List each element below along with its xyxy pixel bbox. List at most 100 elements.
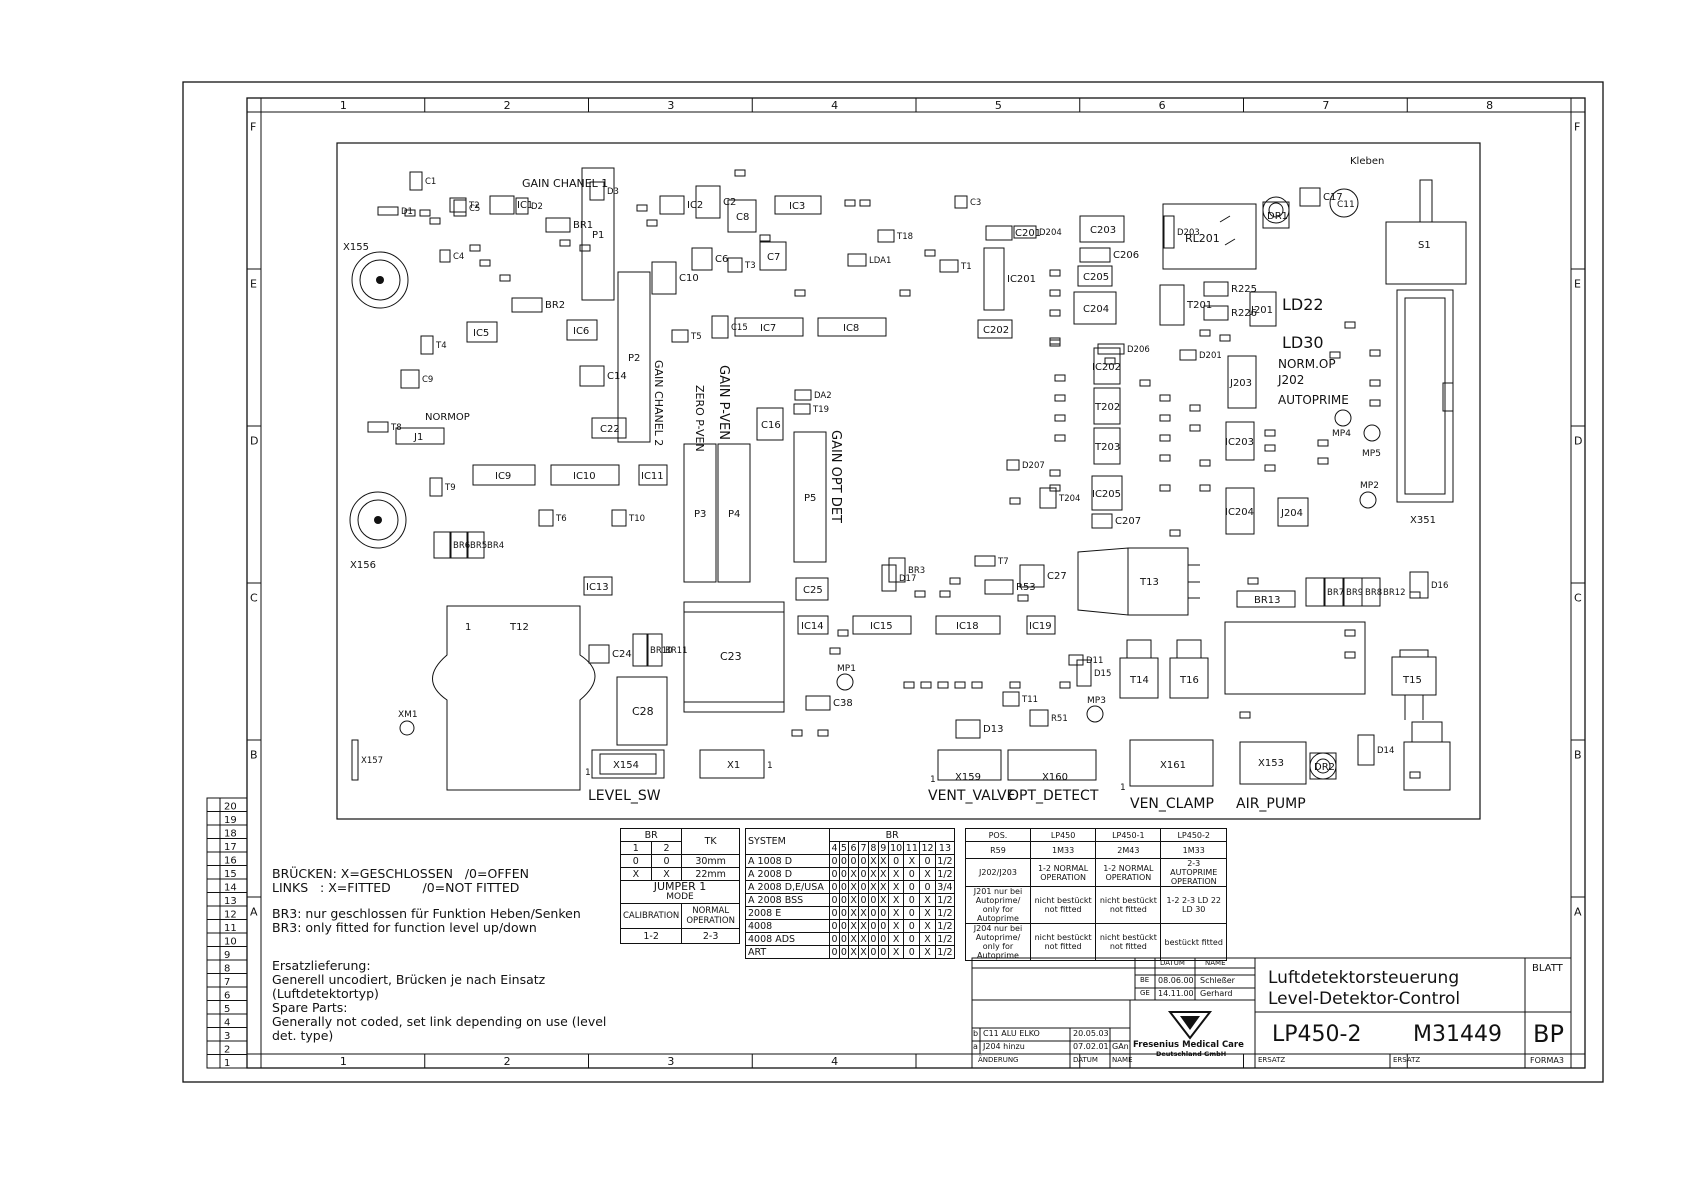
- component-label: T1: [960, 262, 972, 272]
- row-letter-left: A: [250, 906, 258, 919]
- col-number-top: 7: [1322, 99, 1329, 112]
- component-label: D17: [899, 574, 916, 584]
- component-label: C14: [607, 371, 627, 382]
- component-block: [1224, 621, 1366, 695]
- revision-number: 1: [224, 1058, 230, 1069]
- component-j204: J204: [1277, 497, 1309, 527]
- component-br12: BR12: [1361, 577, 1406, 607]
- component-label: BR8: [1365, 588, 1382, 598]
- label-ld30: LD30: [1282, 333, 1324, 352]
- tb-rev-a-letter: a: [973, 1042, 978, 1051]
- label-zero-p-ven: ZERO P-VEN: [693, 385, 706, 452]
- resistor-pad: [429, 217, 441, 225]
- label-gain-chanel-1: GAIN CHANEL 1: [522, 177, 608, 190]
- notes-block: BRÜCKEN: X=GESCHLOSSEN /0=OFFEN LINKS : …: [272, 867, 612, 1043]
- component-label: C5: [469, 204, 480, 214]
- resistor-pad: [1329, 351, 1341, 359]
- component-r53: R53: [984, 579, 1036, 595]
- transistor-t14: T14: [1119, 639, 1159, 699]
- component-br2: BR2: [511, 297, 565, 313]
- resistor-pad: [937, 681, 949, 689]
- component-label: C38: [833, 698, 853, 709]
- row-letter-right: E: [1574, 278, 1581, 291]
- resistor-pad: [1054, 434, 1066, 442]
- row-letter-left: F: [250, 121, 256, 134]
- tb-model: LP450-2: [1272, 1022, 1362, 1047]
- component-ic3: IC3: [774, 195, 822, 215]
- component-d15: D15: [1076, 659, 1111, 687]
- connector-label-ven-clamp: VEN_CLAMP: [1130, 796, 1214, 812]
- component-c16: C16: [756, 407, 784, 441]
- component-label: C202: [983, 325, 1009, 336]
- resistor-pad: [579, 244, 591, 252]
- resistor-pad: [1017, 594, 1029, 602]
- component-d17: D17: [881, 564, 916, 592]
- revision-number: 12: [224, 910, 237, 921]
- note-links: LINKS : X=FITTED /0=NOT FITTED: [272, 880, 520, 895]
- component-x157: X157: [351, 739, 383, 781]
- resistor-pad: [1199, 484, 1211, 492]
- tb-rev-b-letter: b: [973, 1029, 979, 1038]
- resistor-pad: [1264, 429, 1276, 437]
- component-label: BR5: [470, 541, 487, 551]
- connector-x159: X159 1 VENT_VALVE: [928, 749, 1015, 804]
- component-br1: BR1: [545, 217, 593, 233]
- pos-row: J201 nur bei Autoprime/ only for Autopri…: [965, 886, 1227, 924]
- component-c27: C27: [1019, 564, 1067, 588]
- component-label: IC13: [586, 582, 609, 593]
- transistor-t16: T16: [1169, 639, 1209, 699]
- component-label: D3: [607, 187, 619, 197]
- component-label: D1: [401, 207, 413, 217]
- tb-aenderung: ÄNDERUNG: [978, 1056, 1019, 1064]
- component-t1: T1: [939, 259, 972, 273]
- note-bruecken: BRÜCKEN: X=GESCHLOSSEN /0=OFFEN: [272, 866, 529, 881]
- mounting-hole-x156: X156: [349, 491, 407, 571]
- row-letter-right: C: [1574, 592, 1582, 605]
- component-label: C205: [1083, 272, 1109, 283]
- revision-number: 8: [224, 964, 230, 975]
- component-label: C204: [1083, 304, 1109, 315]
- resistor-pad: [1159, 394, 1171, 402]
- outer-frame: [182, 81, 1604, 1083]
- svg-text:X160: X160: [1042, 772, 1068, 783]
- component-c8: C8: [727, 199, 757, 233]
- resistor-pad: [899, 289, 911, 297]
- svg-text:T12: T12: [509, 622, 529, 633]
- pos-cell: bestückt fitted: [1160, 923, 1227, 961]
- transformer-t12: T12 1: [432, 605, 596, 791]
- relay-rl201: RL201: [1162, 203, 1257, 270]
- component-ic205: IC205: [1091, 475, 1123, 511]
- svg-text:T15: T15: [1402, 675, 1422, 686]
- component-label: C3: [970, 198, 981, 208]
- resistor-pad: [949, 577, 961, 585]
- revision-number: 7: [224, 977, 230, 988]
- component-p1: P1: [581, 167, 615, 301]
- component-label: BR7: [1327, 588, 1344, 598]
- component-label: T203: [1094, 442, 1120, 453]
- component-c201: C201: [985, 225, 1041, 241]
- component-label: D201: [1199, 351, 1222, 361]
- tb-date2: 14.11.00: [1158, 989, 1194, 998]
- connector-x351: X351: [1396, 289, 1454, 526]
- label-gain-p-ven: GAIN P-VEN: [716, 365, 731, 440]
- component-label: D203: [1177, 228, 1200, 238]
- svg-text:C23: C23: [720, 650, 742, 663]
- svg-text:T14: T14: [1129, 675, 1149, 686]
- transistor-t13: T13: [1077, 547, 1200, 616]
- component-label: C16: [761, 420, 781, 431]
- component-label: LDA1: [869, 256, 891, 266]
- resistor-pad: [914, 590, 926, 598]
- component-d14: D14: [1357, 734, 1394, 766]
- svg-text:1: 1: [767, 761, 773, 771]
- note-br3-en: BR3: only fitted for function level up/d…: [272, 920, 537, 935]
- resistor-pad: [469, 244, 481, 252]
- col-number-bottom: 2: [504, 1055, 511, 1068]
- system-cell: 0: [877, 945, 889, 959]
- component-label: P5: [804, 493, 816, 504]
- component-label: IC202: [1092, 362, 1121, 373]
- tb-company: Fresenius Medical Care: [1133, 1040, 1244, 1050]
